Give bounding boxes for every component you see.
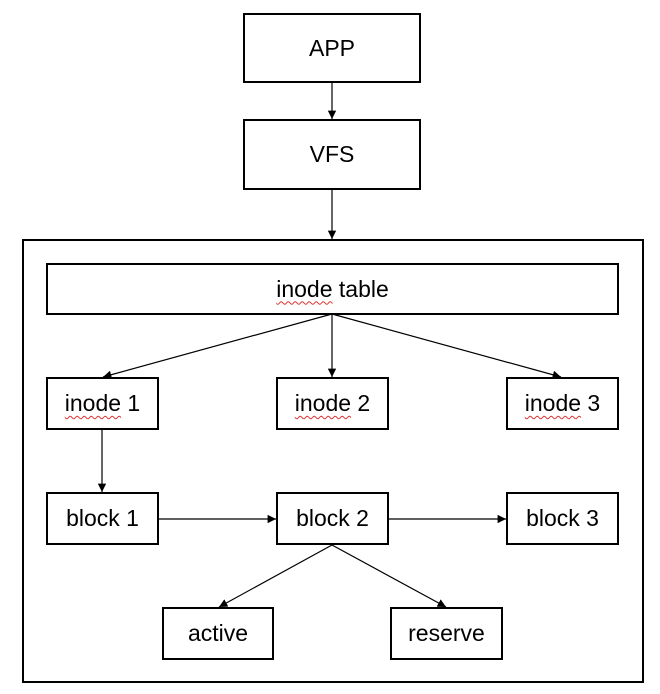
inode-2-box: inode 2: [276, 377, 389, 430]
inode-1-box: inode 1: [46, 377, 159, 430]
block-1-label: block 1: [66, 505, 139, 531]
inode-table-box: inode table: [46, 263, 619, 315]
inode-1-word: inode: [64, 390, 122, 416]
inode-2-rest: 2: [351, 390, 371, 416]
reserve-box: reserve: [390, 607, 503, 660]
app-box: APP: [243, 13, 421, 83]
block-2-box: block 2: [276, 492, 389, 545]
arrow-block-2-to-reserve: [331, 544, 447, 608]
active-label: active: [187, 620, 249, 646]
inode-2-word: inode: [294, 390, 352, 416]
inode-3-word: inode: [524, 390, 582, 416]
inode-3-rest: 3: [581, 390, 601, 416]
block-3-box: block 3: [506, 492, 619, 545]
inode-1-rest: 1: [121, 390, 141, 416]
arrow-block-2-to-active: [218, 544, 333, 608]
vfs-box: VFS: [243, 119, 421, 190]
block-3-label: block 3: [526, 505, 599, 531]
inode-table-word: inode: [276, 275, 333, 302]
inode-3-box: inode 3: [506, 377, 619, 430]
inode-2-label: inode 2: [295, 390, 370, 417]
inode-table-rest: table: [332, 275, 389, 302]
active-box: active: [162, 607, 274, 660]
arrow-table-to-inode-1: [102, 313, 333, 379]
vfs-label: VFS: [309, 141, 355, 167]
inode-1-label: inode 1: [65, 390, 140, 417]
block-1-box: block 1: [46, 492, 159, 545]
arrow-table-to-inode-3: [331, 313, 562, 379]
block-2-label: block 2: [296, 505, 369, 531]
reserve-label: reserve: [408, 620, 485, 646]
app-label: APP: [308, 34, 356, 61]
filesystem-container: [22, 239, 644, 683]
inode-3-label: inode 3: [525, 390, 600, 417]
inode-table-label: inode table: [276, 276, 389, 303]
